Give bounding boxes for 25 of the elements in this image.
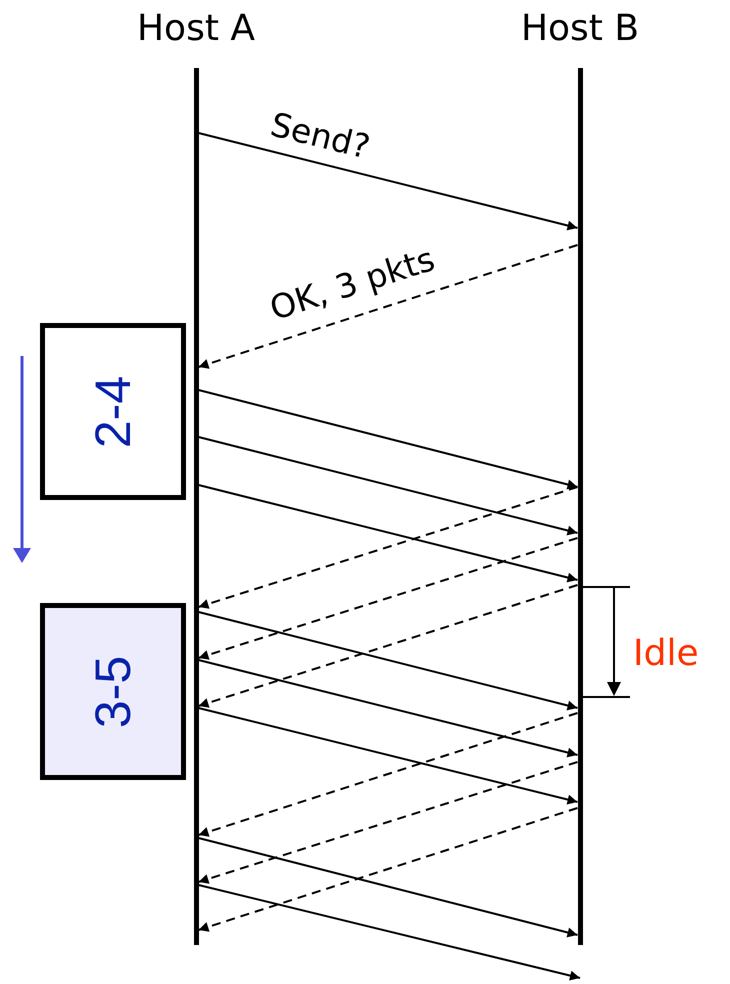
packet-arrow: [198, 611, 578, 710]
ack-arrow: [198, 584, 578, 708]
lifeline-heading: Host A: [136, 8, 256, 49]
packet-arrow: [198, 707, 578, 804]
ack-arrow: [198, 537, 578, 660]
ack-arrow: [198, 486, 578, 609]
packet-arrow: [198, 436, 578, 536]
edge-label: OK, 3 pkts: [266, 242, 438, 324]
ack-arrow: [198, 761, 578, 884]
ack-arrow: [198, 244, 578, 369]
packet-arrow: [198, 659, 578, 758]
packet-arrow: [198, 132, 578, 230]
window-range: 3-5: [84, 655, 142, 728]
duration-label: Idle: [633, 636, 699, 672]
window-box: [40, 603, 186, 780]
packet-arrow: [198, 484, 578, 582]
window-box: [40, 323, 186, 500]
lifeline-heading: Host B: [520, 8, 640, 49]
packet-arrow: [198, 884, 580, 980]
window-range: 2-4: [84, 375, 142, 448]
ack-arrow: [198, 807, 578, 932]
packet-arrow: [198, 389, 578, 490]
edge-label: Send?: [267, 106, 373, 164]
ack-arrow: [198, 712, 578, 837]
packet-arrow: [198, 837, 578, 938]
